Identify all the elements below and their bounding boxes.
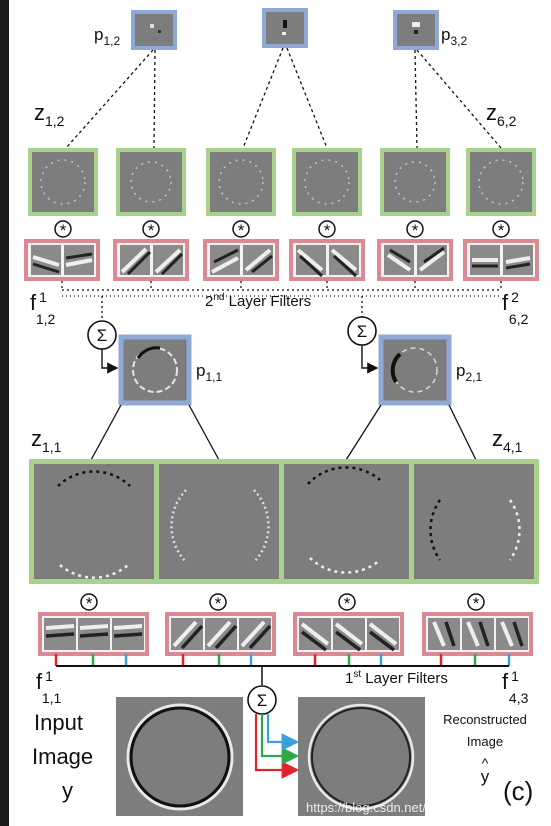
feature-map-4 — [292, 148, 362, 216]
label-z62: z6,2 — [486, 100, 517, 129]
svg-text:Image: Image — [32, 744, 93, 769]
label-z12: z1,2 — [34, 100, 65, 129]
conv-symbol: * — [318, 220, 336, 240]
label-z11: z1,1 — [31, 426, 62, 455]
svg-text:Input: Input — [34, 710, 83, 735]
input-image — [116, 697, 243, 816]
feature-map-z62 — [466, 148, 536, 216]
layer2-filters-title: 2nd Layer Filters — [205, 292, 311, 310]
svg-text:Σ: Σ — [357, 322, 368, 341]
layer1-filters-title: 1st Layer Filters — [345, 669, 448, 687]
svg-text:Image: Image — [467, 734, 503, 749]
pool-map-middle — [262, 8, 308, 48]
svg-text:*: * — [86, 594, 93, 613]
watermark: https://blog.csdn.net/u013498382 — [306, 800, 498, 815]
svg-text:*: * — [238, 221, 245, 240]
label-z41: z4,1 — [492, 426, 523, 455]
layer1-feature-maps — [29, 459, 539, 584]
left-border-bar — [0, 0, 9, 826]
sum-node-final: Σ — [247, 685, 277, 715]
sum-node-left: Σ — [87, 320, 119, 374]
svg-text:Σ: Σ — [97, 326, 108, 345]
conv-symbol: * — [142, 220, 160, 240]
layer2-feature-maps — [28, 148, 536, 216]
svg-text:y: y — [481, 767, 490, 786]
input-label: Input Image y — [32, 710, 93, 803]
label-p11: p1,1 — [196, 361, 222, 384]
feature-map-z11 — [34, 464, 154, 579]
svg-text:*: * — [324, 221, 331, 240]
svg-text:*: * — [498, 221, 505, 240]
svg-text:*: * — [473, 594, 480, 613]
feature-map-z41 — [414, 464, 534, 579]
svg-text:*: * — [148, 221, 155, 240]
svg-text:y: y — [62, 778, 73, 803]
feature-map-z12 — [28, 148, 98, 216]
conv-symbols-layer2: * * * * * * — [54, 220, 510, 240]
feature-map-5 — [380, 148, 450, 216]
conv-symbol: * — [467, 593, 485, 613]
reconstructed-image — [298, 697, 425, 816]
conv-symbol: * — [209, 593, 227, 613]
conv-symbol: * — [492, 220, 510, 240]
feature-map-3 — [206, 148, 276, 216]
layer1-pool-maps — [118, 334, 452, 406]
label-p21: p2,1 — [456, 361, 482, 384]
svg-text:*: * — [215, 594, 222, 613]
reconstruction-arrows — [254, 714, 300, 779]
conv-symbol: * — [406, 220, 424, 240]
layer1-filter-taps — [54, 654, 511, 685]
top-pool-maps — [131, 8, 439, 50]
reconstructed-label: Reconstructed Image ^ y — [443, 712, 527, 786]
svg-text:*: * — [60, 221, 67, 240]
panel-label: (c) — [503, 776, 533, 806]
layer2-filters — [24, 239, 539, 281]
conv-symbol: * — [338, 593, 356, 613]
conv-symbols-layer1: * * * * — [80, 593, 485, 613]
layer1-filters — [38, 612, 533, 656]
feature-map-z31 — [284, 464, 409, 579]
layer2-filter-collector — [61, 281, 502, 320]
top-connectors — [65, 47, 502, 149]
pool-map-p12 — [131, 10, 177, 50]
conv-symbol: * — [232, 220, 250, 240]
svg-text:^: ^ — [482, 755, 489, 771]
label-p12: p1,2 — [94, 25, 120, 48]
layer1-connectors — [90, 404, 477, 461]
conv-symbol: * — [54, 220, 72, 240]
svg-text:*: * — [412, 221, 419, 240]
sum-node-right: Σ — [347, 316, 379, 374]
feature-map-2 — [116, 148, 186, 216]
label-p32: p3,2 — [441, 25, 467, 48]
svg-text:Σ: Σ — [257, 691, 268, 710]
feature-map-z21 — [159, 464, 279, 579]
svg-text:*: * — [344, 594, 351, 613]
conv-symbol: * — [80, 593, 98, 613]
svg-text:Reconstructed: Reconstructed — [443, 712, 527, 727]
